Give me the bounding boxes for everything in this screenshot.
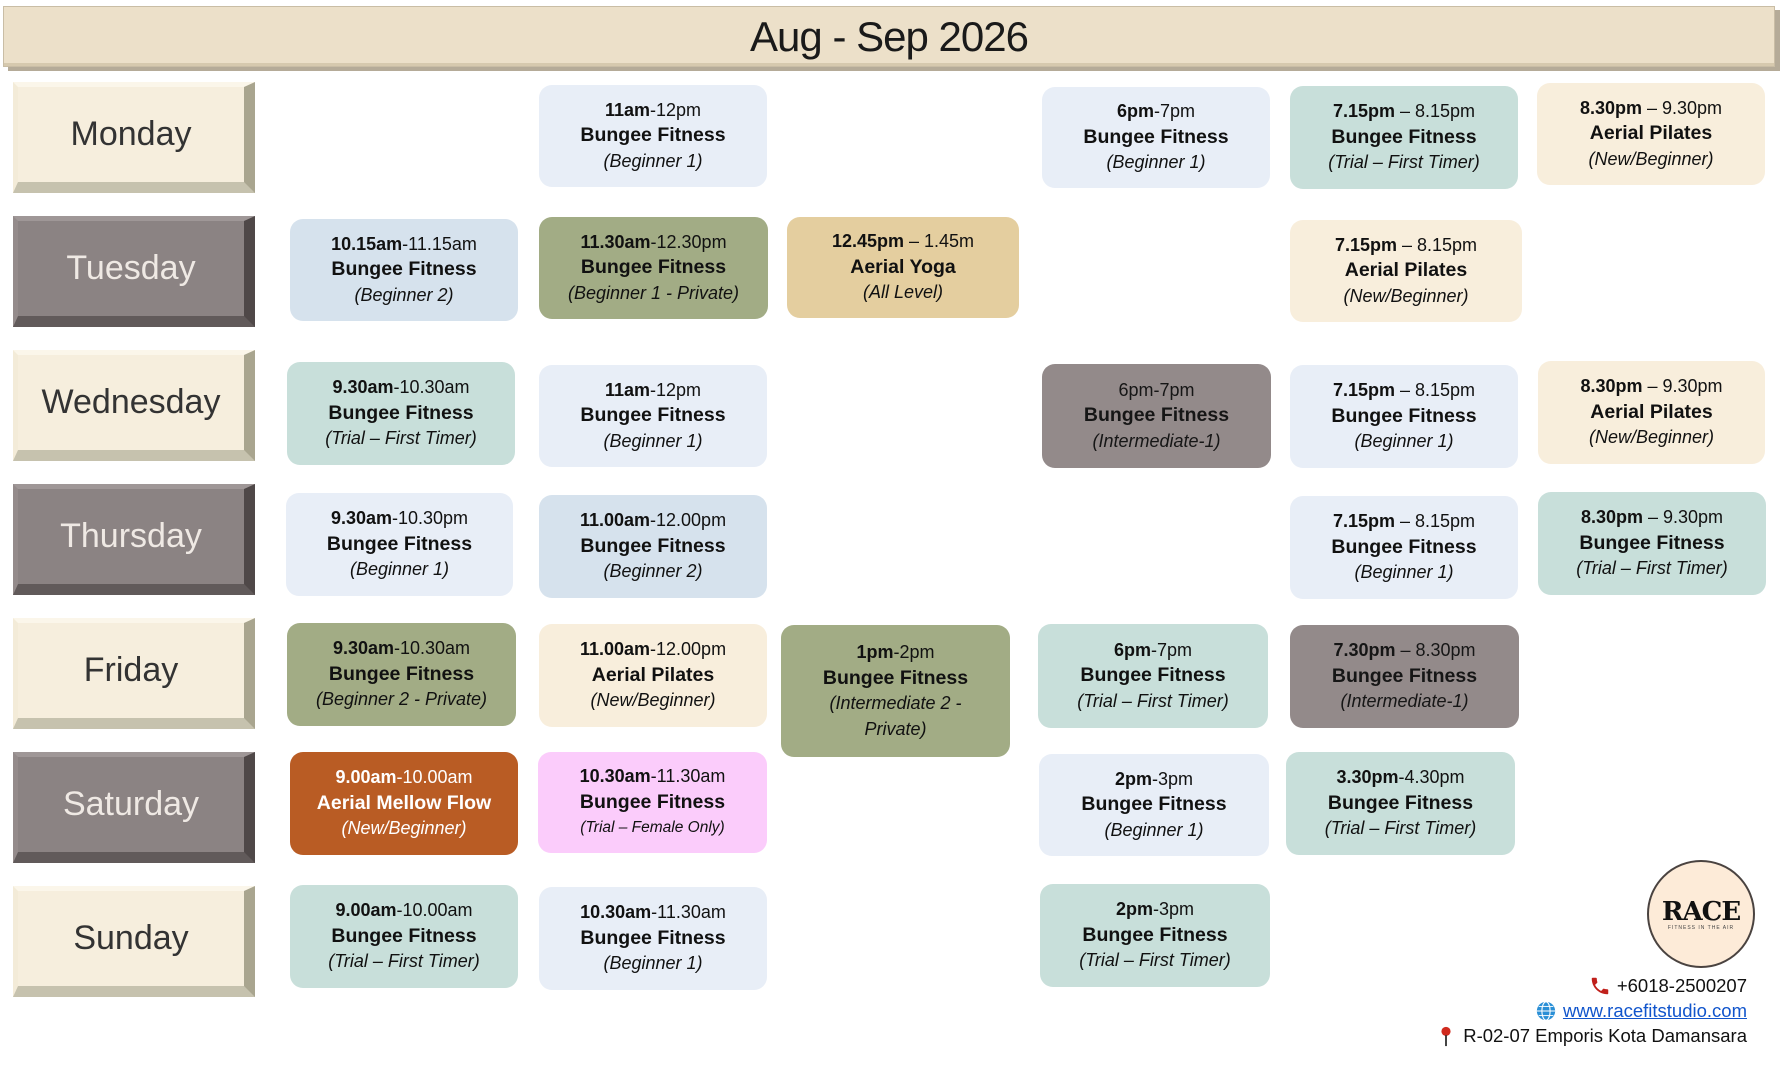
globe-icon: [1536, 1001, 1556, 1021]
class-card[interactable]: 11.00am-12.00pm Aerial Pilates (New/Begi…: [539, 624, 767, 727]
day-monday: Monday: [13, 82, 255, 193]
class-card[interactable]: 11am-12pm Bungee Fitness (Beginner 1): [539, 85, 767, 187]
day-saturday: Saturday: [13, 752, 255, 863]
class-card[interactable]: 1pm-2pm Bungee Fitness (Intermediate 2 -…: [781, 625, 1010, 757]
class-card[interactable]: 8.30pm – 9.30pm Aerial Pilates (New/Begi…: [1537, 83, 1765, 185]
location-pin-icon: [1441, 1026, 1451, 1047]
class-card[interactable]: 11am-12pm Bungee Fitness (Beginner 1): [539, 365, 767, 467]
class-card[interactable]: 11.00am-12.00pm Bungee Fitness (Beginner…: [539, 495, 767, 598]
schedule-title: Aug - Sep 2026: [750, 12, 1029, 60]
class-card[interactable]: 9.30am-10.30am Bungee Fitness (Trial – F…: [287, 362, 515, 465]
contact-website: www.racefitstudio.com: [1535, 1000, 1747, 1022]
class-card[interactable]: 12.45pm – 1.45m Aerial Yoga (All Level): [787, 217, 1019, 318]
class-card[interactable]: 9.00am-10.00am Aerial Mellow Flow (New/B…: [290, 752, 518, 855]
phone-icon: [1591, 977, 1609, 995]
day-tuesday: Tuesday: [13, 216, 255, 327]
class-card[interactable]: 10.30am-11.30am Bungee Fitness (Beginner…: [539, 887, 767, 990]
class-card[interactable]: 6pm-7pm Bungee Fitness (Beginner 1): [1042, 87, 1270, 188]
day-sunday: Sunday: [13, 886, 255, 997]
class-card[interactable]: 8.30pm – 9.30pm Bungee Fitness (Trial – …: [1538, 492, 1766, 595]
class-card[interactable]: 11.30am-12.30pm Bungee Fitness (Beginner…: [539, 217, 768, 319]
race-logo: RACE FITNESS IN THE AIR: [1647, 860, 1755, 968]
class-card[interactable]: 6pm-7pm Bungee Fitness (Trial – First Ti…: [1038, 624, 1268, 728]
class-card[interactable]: 7.15pm – 8.15pm Bungee Fitness (Beginner…: [1290, 496, 1518, 599]
class-card[interactable]: 7.15pm – 8.15pm Bungee Fitness (Trial – …: [1290, 86, 1518, 189]
contact-address: R-02-07 Emporis Kota Damansara: [1435, 1025, 1747, 1047]
class-card[interactable]: 2pm-3pm Bungee Fitness (Trial – First Ti…: [1040, 884, 1270, 987]
schedule-title-banner: Aug - Sep 2026: [3, 6, 1775, 67]
class-card[interactable]: 9.00am-10.00am Bungee Fitness (Trial – F…: [290, 885, 518, 988]
contact-phone: +6018-2500207: [1589, 975, 1747, 997]
class-card[interactable]: 2pm-3pm Bungee Fitness (Beginner 1): [1039, 754, 1269, 856]
class-card[interactable]: 7.15pm – 8.15pm Bungee Fitness (Beginner…: [1290, 365, 1518, 468]
class-card[interactable]: 10.30am-11.30am Bungee Fitness (Trial – …: [538, 752, 767, 853]
class-card[interactable]: 3.30pm-4.30pm Bungee Fitness (Trial – Fi…: [1286, 752, 1515, 855]
day-wednesday: Wednesday: [13, 350, 255, 461]
day-friday: Friday: [13, 618, 255, 729]
day-thursday: Thursday: [13, 484, 255, 595]
class-card[interactable]: 7.30pm – 8.30pm Bungee Fitness (Intermed…: [1290, 625, 1519, 728]
class-card[interactable]: 9.30am-10.30pm Bungee Fitness (Beginner …: [286, 493, 513, 596]
class-card[interactable]: 8.30pm – 9.30pm Aerial Pilates (New/Begi…: [1538, 361, 1765, 464]
website-link[interactable]: www.racefitstudio.com: [1562, 1000, 1747, 1021]
class-card[interactable]: 6pm-7pm Bungee Fitness (Intermediate-1): [1042, 364, 1271, 468]
class-card[interactable]: 9.30am-10.30am Bungee Fitness (Beginner …: [287, 623, 516, 726]
class-card[interactable]: 10.15am-11.15am Bungee Fitness (Beginner…: [290, 219, 518, 321]
class-card[interactable]: 7.15pm – 8.15pm Aerial Pilates (New/Begi…: [1290, 220, 1522, 322]
